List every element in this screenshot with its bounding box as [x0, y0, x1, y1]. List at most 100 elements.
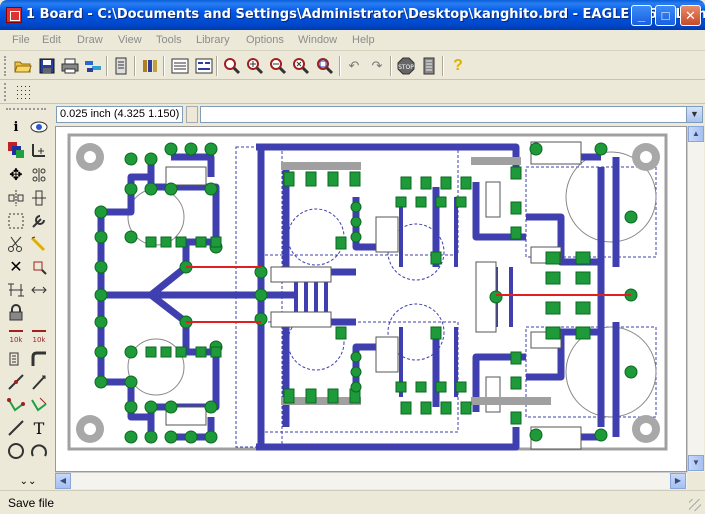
optimize-icon[interactable] — [28, 371, 50, 393]
command-param-button[interactable] — [186, 106, 198, 123]
scroll-corner — [687, 472, 704, 489]
airwires — [186, 266, 631, 323]
scroll-right-arrow[interactable]: ▶ — [670, 473, 686, 489]
eagle-app-icon[interactable] — [6, 7, 22, 23]
help-icon[interactable]: ? — [453, 57, 463, 74]
delete-icon[interactable]: ✕ — [9, 259, 23, 276]
zoom-out-icon[interactable] — [268, 56, 288, 76]
board-canvas[interactable] — [55, 126, 687, 472]
component-bodies — [165, 141, 582, 450]
toolbar-separator — [163, 56, 165, 76]
maximize-button[interactable]: □ — [655, 5, 676, 26]
main-toolbar: ↶ ↷ STOP ? — [0, 52, 705, 80]
drc-icon[interactable] — [194, 56, 214, 76]
toolbar-separator — [442, 56, 444, 76]
replace-icon[interactable] — [5, 279, 27, 301]
window-title: 1 Board - C:\Documents and Settings\Admi… — [26, 7, 705, 22]
circle-icon[interactable] — [5, 440, 27, 462]
toolbar-separator — [106, 56, 108, 76]
vertical-scrollbar[interactable]: ▲ ▼ — [687, 126, 704, 472]
arc-icon[interactable] — [28, 440, 50, 462]
zoom-redraw-icon[interactable] — [291, 56, 311, 76]
pcb-thin-traces — [294, 197, 513, 397]
mark-icon[interactable] — [28, 139, 50, 161]
display-icon[interactable] — [5, 139, 27, 161]
name-icon[interactable] — [5, 348, 27, 370]
mirror-icon[interactable] — [5, 187, 27, 209]
menu-draw[interactable]: Draw — [77, 34, 103, 46]
copy-icon[interactable] — [28, 164, 50, 186]
info-icon[interactable]: i — [13, 119, 19, 135]
svg-text:STOP: STOP — [398, 64, 414, 71]
menu-options[interactable]: Options — [246, 34, 284, 46]
palette-grip[interactable] — [6, 108, 46, 110]
undo-icon[interactable]: ↶ — [348, 58, 360, 73]
script-icon[interactable] — [111, 56, 131, 76]
scroll-down-arrow[interactable]: ▼ — [688, 455, 704, 471]
menu-library[interactable]: Library — [196, 34, 230, 46]
parameter-toolbar — [0, 80, 705, 104]
zoom-select-icon[interactable] — [315, 56, 335, 76]
paste-icon[interactable] — [28, 233, 50, 255]
menu-view[interactable]: View — [118, 34, 142, 46]
wire-icon[interactable] — [5, 417, 27, 439]
show-icon[interactable] — [28, 116, 50, 138]
rotate-icon[interactable] — [28, 187, 50, 209]
menu-bar: File Edit Draw View Tools Library Option… — [0, 30, 705, 51]
close-button[interactable]: ✕ — [680, 5, 701, 26]
menu-file[interactable]: File — [12, 34, 30, 46]
command-history-dropdown[interactable]: ▼ — [686, 106, 703, 123]
toolbar-grip[interactable] — [4, 83, 7, 101]
toolbar-separator — [339, 56, 341, 76]
text-icon[interactable]: T — [33, 418, 45, 438]
resize-grip[interactable] — [689, 499, 701, 511]
zoom-in-icon[interactable] — [245, 56, 265, 76]
open-icon[interactable] — [13, 56, 33, 76]
toolbar-grip[interactable] — [4, 56, 7, 76]
pcb-drawing[interactable] — [56, 127, 687, 472]
pinswap-icon[interactable] — [28, 279, 50, 301]
mounting-holes — [76, 143, 660, 443]
lock-icon[interactable] — [5, 302, 27, 324]
group-icon[interactable] — [5, 210, 27, 232]
scroll-left-arrow[interactable]: ◀ — [55, 473, 71, 489]
library-icon[interactable] — [140, 56, 160, 76]
ripup-icon[interactable] — [28, 394, 50, 416]
svg-text:10k: 10k — [33, 336, 47, 344]
smash-icon[interactable]: 10k — [5, 325, 27, 347]
cut-icon[interactable] — [5, 233, 27, 255]
toolbar-separator — [134, 56, 136, 76]
horizontal-scrollbar[interactable]: ◀ ▶ — [55, 472, 687, 489]
move-icon[interactable]: ✥ — [9, 167, 23, 184]
erc-icon[interactable] — [170, 56, 190, 76]
save-icon[interactable] — [37, 56, 57, 76]
minimize-button[interactable]: _ — [631, 5, 652, 26]
status-text: Save file — [8, 496, 55, 510]
coordinate-readout: 0.025 inch (4.325 1.150) — [56, 106, 183, 123]
toolbar-separator — [216, 56, 218, 76]
smd-bars — [281, 157, 551, 405]
change-icon[interactable] — [28, 210, 50, 232]
value-icon[interactable]: 10k — [28, 325, 50, 347]
menu-help[interactable]: Help — [352, 34, 375, 46]
menu-window[interactable]: Window — [298, 34, 338, 46]
menu-edit[interactable]: Edit — [42, 34, 61, 46]
scroll-up-arrow[interactable]: ▲ — [688, 126, 704, 142]
add-icon[interactable] — [28, 256, 50, 278]
command-line-input[interactable] — [200, 106, 687, 123]
split-icon[interactable] — [5, 371, 27, 393]
title-bar: 1 Board - C:\Documents and Settings\Admi… — [0, 0, 705, 30]
cam-icon[interactable] — [83, 56, 103, 76]
redo-icon[interactable]: ↷ — [371, 58, 383, 73]
stop-icon[interactable]: STOP — [396, 56, 416, 76]
menu-tools[interactable]: Tools — [156, 34, 182, 46]
command-bar: 0.025 inch (4.325 1.150) ▼ — [0, 104, 705, 125]
run-icon[interactable] — [419, 56, 439, 76]
route-icon[interactable] — [5, 394, 27, 416]
print-icon[interactable] — [60, 56, 80, 76]
more-icon[interactable]: ⌄⌄ — [19, 475, 37, 487]
zoom-fit-icon[interactable] — [222, 56, 242, 76]
grid-icon[interactable] — [13, 82, 33, 102]
tool-palette: i ✥ ✕ 10k 10k — [0, 104, 54, 488]
miter-icon[interactable] — [28, 348, 50, 370]
